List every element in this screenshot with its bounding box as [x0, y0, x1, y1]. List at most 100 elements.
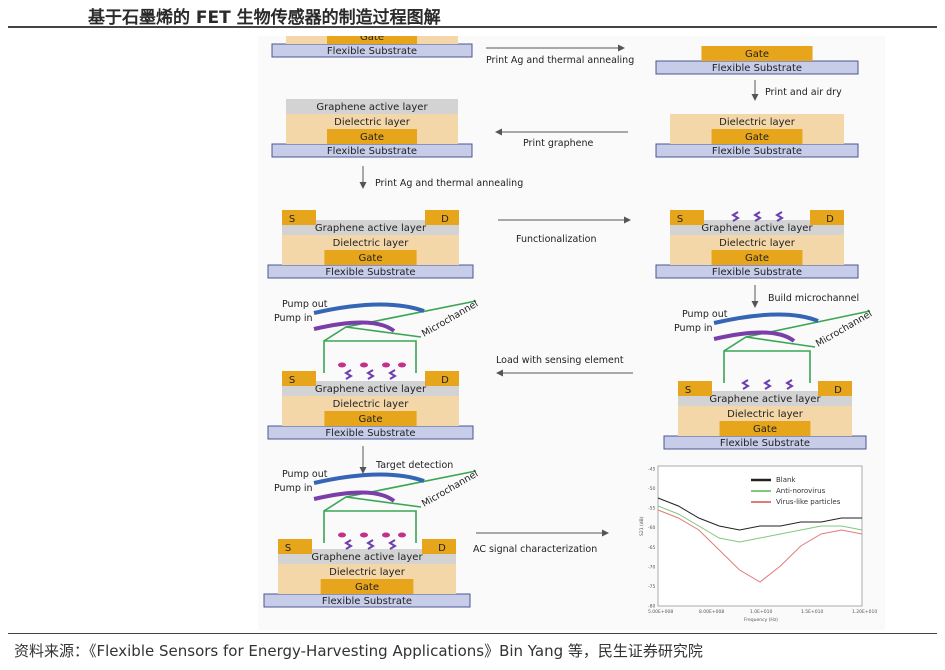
source-electrode	[282, 210, 316, 225]
dielectric-label: Dielectric layer	[333, 399, 410, 410]
bioreceptor-molecule	[753, 211, 762, 222]
drain-electrode	[425, 210, 459, 225]
drain-label: D	[826, 214, 834, 225]
pump-in-label: Pump in	[274, 483, 313, 494]
drain-electrode	[422, 539, 456, 554]
pump-in-label: Pump in	[274, 313, 313, 324]
bioreceptor-molecule	[344, 369, 353, 380]
source-label: S	[677, 214, 683, 225]
gate-label: Gate	[753, 424, 777, 435]
substrate-label: Flexible Substrate	[325, 267, 415, 278]
substrate-label: Flexible Substrate	[322, 596, 412, 607]
drain-electrode	[818, 381, 852, 396]
substrate-label: Flexible Substrate	[327, 46, 417, 57]
bioreceptor-molecule	[366, 539, 375, 550]
gate-label: Gate	[360, 132, 384, 143]
dielectric-label: Dielectric layer	[334, 117, 411, 128]
series-line-2	[657, 509, 863, 583]
x-tick-label: 1.5E+010	[801, 609, 823, 615]
step-build-microchannel-label: Build microchannel	[768, 293, 859, 304]
y-tick-label: -75	[648, 584, 655, 590]
y-tick-label: -55	[648, 506, 655, 512]
target-particle	[338, 362, 346, 368]
microchannel-wall	[345, 496, 422, 508]
step-ac-signal-label: AC signal characterization	[473, 544, 597, 555]
target-particle	[382, 532, 390, 538]
step-print-graphene-label: Print graphene	[523, 138, 594, 149]
microchannel-wall	[745, 336, 816, 348]
target-particle	[398, 532, 406, 538]
y-axis-label: S21 (dB)	[639, 516, 645, 536]
y-tick-label: -70	[648, 564, 655, 570]
stack-gate-printed: Flexible Substrate Gate	[655, 46, 859, 75]
substrate-label: Flexible Substrate	[325, 428, 415, 439]
target-particle	[382, 362, 390, 368]
legend-entry: Anti-norovirus	[776, 487, 826, 495]
x-tick-label: 1.20E+010	[852, 609, 877, 615]
bioreceptor-molecule	[741, 379, 750, 390]
substrate-label: Flexible Substrate	[712, 63, 802, 74]
graphene-layer	[282, 381, 459, 396]
step-print-ag-2-label: Print Ag and thermal annealing	[375, 178, 523, 189]
target-particle	[338, 532, 346, 538]
pump-out-tube	[313, 472, 425, 485]
source-electrode	[670, 210, 704, 225]
step-functionalization-label: Functionalization	[516, 234, 597, 245]
gate-label: Gate	[745, 49, 769, 60]
graphene-layer	[286, 99, 458, 114]
target-particle	[360, 532, 368, 538]
step-print-air-dry-label: Print and air dry	[765, 87, 842, 98]
bioreceptor-molecule	[388, 369, 397, 380]
graphene-label: Graphene active layer	[315, 384, 427, 395]
pump-out-label: Pump out	[282, 469, 328, 480]
pump-in-tube	[713, 330, 796, 343]
graphene-label: Graphene active layer	[311, 552, 423, 563]
pump-out-tube	[713, 312, 819, 325]
footer-rule	[8, 633, 937, 634]
substrate-label: Flexible Substrate	[720, 438, 810, 449]
source-label: S	[285, 543, 291, 554]
microchannel-wall	[723, 310, 871, 383]
gate-layer	[320, 579, 414, 594]
pump-out-tube	[313, 302, 425, 315]
gate-label: Gate	[745, 132, 769, 143]
source-label: S	[685, 385, 691, 396]
source-note: 资料来源：《Flexible Sensors for Energy-Harves…	[14, 642, 703, 660]
legend-entry: Blank	[776, 476, 796, 484]
gate-layer	[327, 36, 417, 44]
y-tick-label: -80	[648, 604, 655, 610]
gate-layer	[324, 411, 417, 426]
graphene-layer	[678, 391, 852, 406]
legend-entry: Virus-like particles	[776, 498, 841, 506]
microchannel-label: Microchannel	[420, 298, 480, 339]
drain-label: D	[834, 385, 842, 396]
x-tick-label: 1.0E+010	[750, 609, 772, 615]
gate-layer	[711, 129, 803, 144]
gate-label: Gate	[360, 36, 384, 43]
dielectric-label: Dielectric layer	[719, 117, 796, 128]
gate-label: Gate	[359, 253, 383, 264]
pump-in-tube	[313, 320, 396, 333]
graphene-layer	[282, 220, 459, 235]
y-tick-label: -65	[648, 545, 655, 551]
graphene-label: Graphene active layer	[316, 102, 428, 113]
bioreceptor-molecule	[344, 539, 353, 550]
substrate-label: Flexible Substrate	[712, 267, 802, 278]
microchannel-wall	[345, 326, 422, 338]
gate-layer	[711, 250, 803, 265]
graphene-layer	[278, 549, 456, 564]
step-load-sensing-label: Load with sensing element	[496, 355, 624, 366]
bioreceptor-molecule	[366, 369, 375, 380]
graphene-label: Graphene active layer	[709, 394, 821, 405]
gate-label: Gate	[355, 582, 379, 593]
